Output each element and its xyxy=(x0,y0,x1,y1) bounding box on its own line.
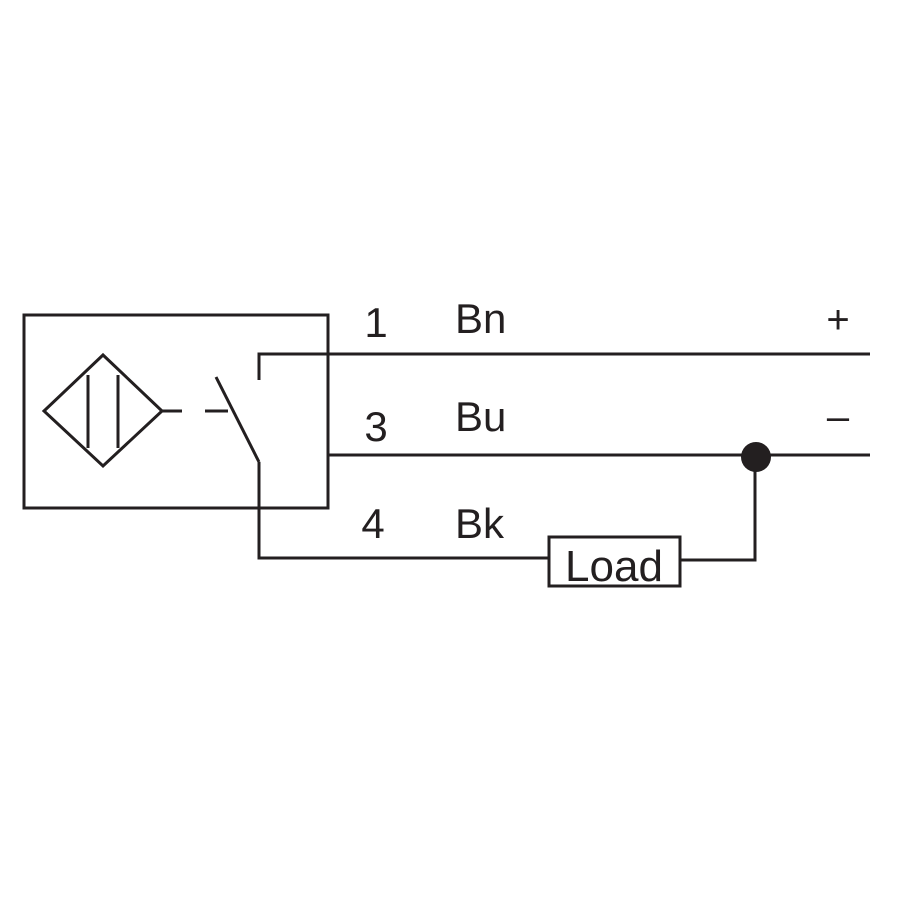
pin-3-number: 3 xyxy=(364,403,387,450)
wire-1-color-label: Bn xyxy=(455,295,506,342)
wire-3-color-label: Bu xyxy=(455,393,506,440)
junction-dot-icon xyxy=(741,442,771,472)
sensor-housing xyxy=(22,313,330,510)
plus-polarity-label: + xyxy=(826,298,849,342)
load-return-wire xyxy=(680,457,757,562)
wire-1-brown xyxy=(257,352,870,380)
minus-polarity-label: – xyxy=(827,395,850,439)
load-label: Load xyxy=(565,542,663,591)
wire-4-color-label: Bk xyxy=(455,500,505,547)
pin-1-number: 1 xyxy=(364,299,387,346)
inductive-sensor-icon xyxy=(41,352,182,469)
normally-open-switch-icon xyxy=(205,376,261,463)
pin-4-number: 4 xyxy=(361,500,384,547)
wire-4-black xyxy=(257,462,549,560)
load-box: Load xyxy=(547,535,682,591)
